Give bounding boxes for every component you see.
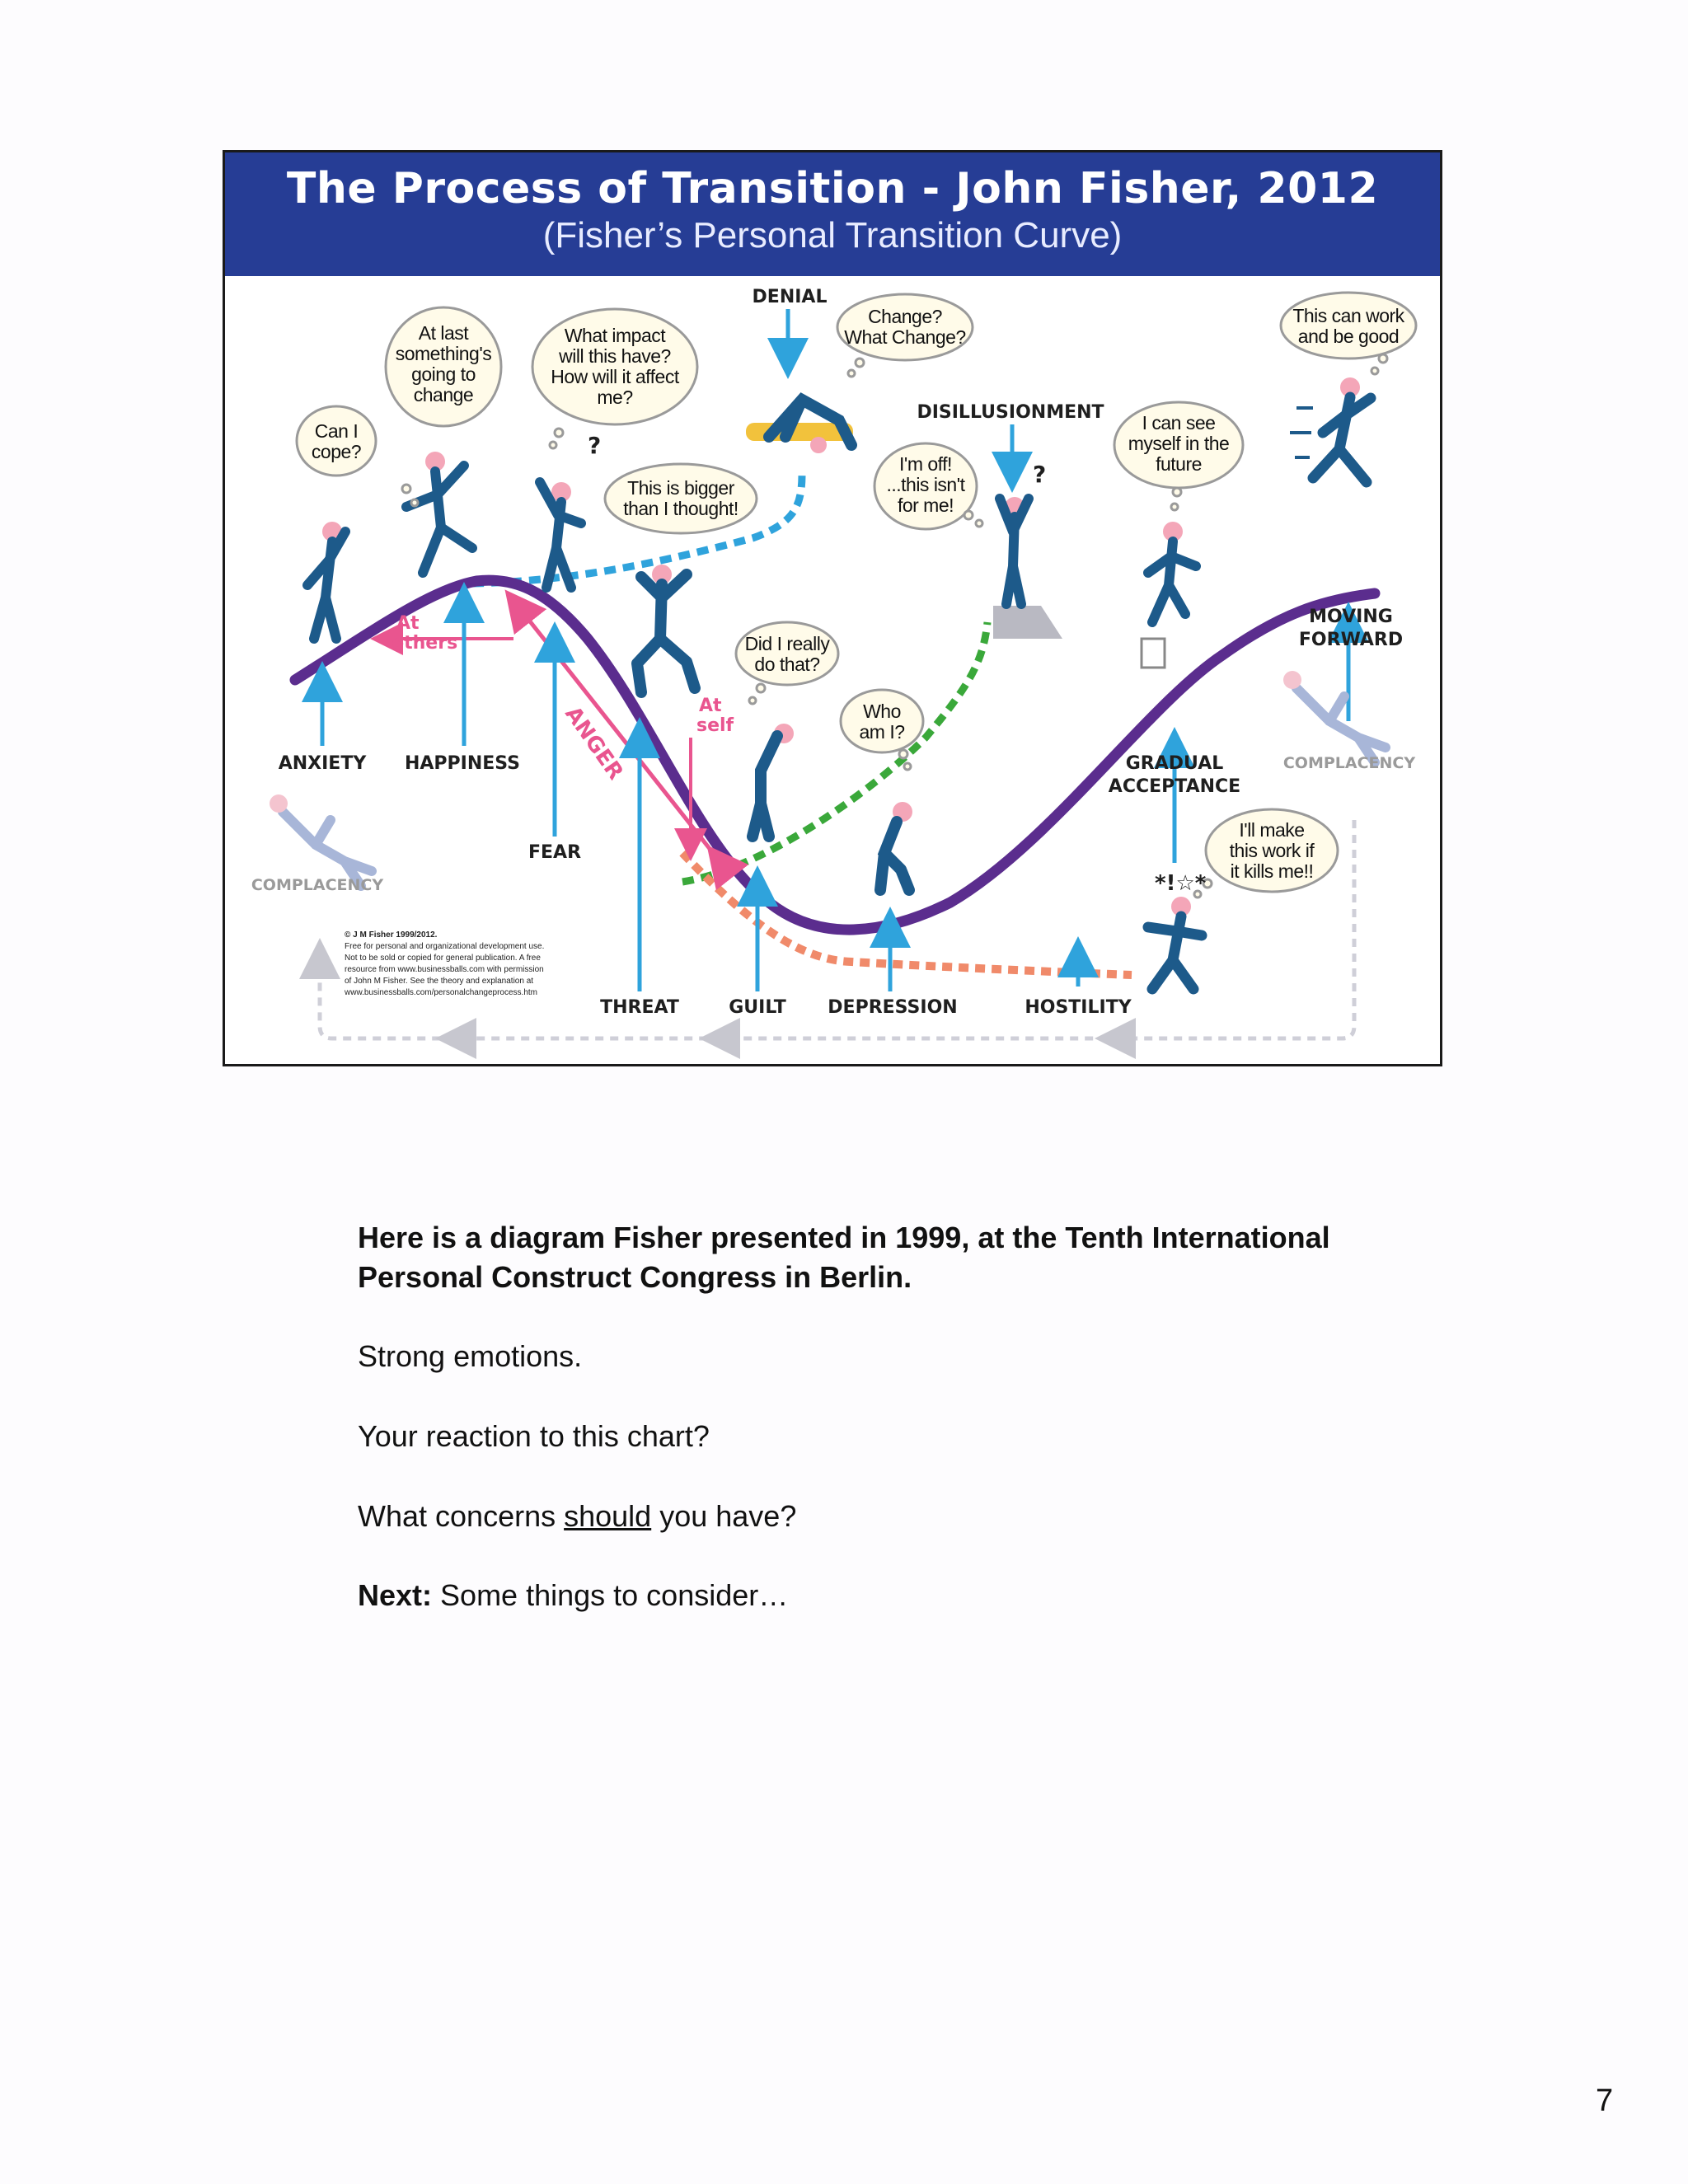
label-denial: DENIAL bbox=[753, 287, 828, 307]
acceptance-step bbox=[1142, 639, 1165, 668]
notes-line-5-pre: What concerns bbox=[358, 1499, 564, 1533]
label-threat: THREAT bbox=[600, 997, 679, 1018]
figure-title: The Process of Transition - John Fisher,… bbox=[225, 164, 1440, 213]
label-complacency-right: COMPLACENCY bbox=[1283, 754, 1416, 772]
figure-header: The Process of Transition - John Fisher,… bbox=[225, 152, 1440, 276]
notes-line-3: Strong emotions. bbox=[358, 1337, 582, 1376]
notes-next-label: Next: bbox=[358, 1578, 432, 1612]
label-forward: FORWARD bbox=[1299, 630, 1403, 650]
bubble-change-l1: Change? bbox=[868, 306, 942, 327]
notes-line-2: Personal Construct Congress in Berlin. bbox=[358, 1258, 912, 1297]
transition-diagram: ? ? *!☆* Can I cope? At last something's… bbox=[225, 276, 1440, 1064]
label-fear: FEAR bbox=[528, 842, 581, 863]
bubble-bigger-l2: than I thought! bbox=[623, 498, 738, 519]
bubble-make-work-l1: I'll make bbox=[1239, 819, 1304, 841]
bubble-make-work-l2: this work if bbox=[1230, 840, 1315, 861]
notes-line-4: Your reaction to this chart? bbox=[358, 1417, 710, 1456]
bubble-did-i-l1: Did I really bbox=[745, 633, 831, 654]
bubble-make-work-l3: it kills me!! bbox=[1231, 860, 1314, 882]
figure-moving-forward bbox=[1313, 377, 1371, 482]
label-at-others-2: others bbox=[392, 633, 457, 654]
label-happiness: HAPPINESS bbox=[405, 753, 520, 774]
bubble-work-good-l2: and be good bbox=[1298, 326, 1399, 347]
credit-line-6: www.businessballs.com/personalchangeproc… bbox=[344, 988, 537, 997]
svg-text:?: ? bbox=[1033, 461, 1046, 488]
bubble-impact-l1: What impact bbox=[565, 325, 666, 346]
bubble-bigger-l1: This is bigger bbox=[627, 477, 735, 499]
figure-guilt bbox=[753, 724, 794, 837]
notes-line-6: Next: Some things to consider… bbox=[358, 1576, 788, 1615]
figure-subtitle: (Fisher’s Personal Transition Curve) bbox=[225, 215, 1440, 256]
notes-line-5: What concerns should you have? bbox=[358, 1497, 796, 1536]
figure-anxiety bbox=[307, 522, 345, 639]
complacency-figure-right bbox=[1283, 671, 1386, 762]
label-anger: ANGER bbox=[560, 702, 628, 785]
label-anxiety: ANXIETY bbox=[279, 753, 368, 774]
notes-line-5-underlined: should bbox=[564, 1499, 651, 1533]
bubble-at-last-l2: something's bbox=[396, 343, 492, 364]
bubble-did-i-l2: do that? bbox=[754, 654, 819, 675]
notes-next-text: Some things to consider… bbox=[432, 1578, 788, 1612]
bubble-see-myself-l2: myself in the bbox=[1128, 433, 1230, 454]
bubble-impact-l4: me? bbox=[597, 387, 632, 408]
figure-acceptance bbox=[1148, 522, 1196, 622]
disillusion-step bbox=[993, 606, 1062, 639]
transition-curve-figure: The Process of Transition - John Fisher,… bbox=[223, 150, 1442, 1066]
label-acceptance: ACCEPTANCE bbox=[1109, 776, 1240, 797]
svg-text:?: ? bbox=[588, 432, 601, 459]
complacency-figure-left bbox=[270, 794, 372, 886]
label-at-self-1: At bbox=[699, 696, 722, 716]
bubble-at-last-l1: At last bbox=[419, 322, 470, 344]
label-depression: DEPRESSION bbox=[828, 997, 957, 1018]
notes-line-5-post: you have? bbox=[651, 1499, 796, 1533]
credit-line-3: Not to be sold or copied for general pub… bbox=[345, 954, 541, 963]
figure-disillusionment bbox=[1000, 497, 1029, 604]
label-moving: MOVING bbox=[1309, 607, 1393, 627]
bubble-cope-l2: cope? bbox=[312, 441, 361, 462]
bubble-see-myself-l3: future bbox=[1156, 453, 1202, 475]
bubble-who-l2: am I? bbox=[859, 721, 904, 743]
bubble-cope-l1: Can I bbox=[315, 420, 358, 442]
bubble-at-last-l3: going to bbox=[411, 363, 476, 385]
bubble-see-myself-l1: I can see bbox=[1142, 412, 1216, 434]
figure-depression bbox=[880, 802, 912, 890]
figure-hostility bbox=[1148, 897, 1202, 989]
bubble-change-l2: What Change? bbox=[844, 326, 965, 348]
bubble-impact-l2: will this have? bbox=[558, 345, 671, 367]
bubble-off-l2: ...this isn't bbox=[886, 474, 965, 495]
notes-line-1: Here is a diagram Fisher presented in 19… bbox=[358, 1218, 1330, 1258]
bubble-work-good-l1: This can work bbox=[1292, 305, 1404, 326]
credit-line-1: © J M Fisher 1999/2012. bbox=[345, 930, 438, 940]
figure-happiness bbox=[406, 452, 472, 573]
label-disillusionment: DISILLUSIONMENT bbox=[917, 402, 1104, 423]
label-guilt: GUILT bbox=[729, 997, 786, 1018]
page-number: 7 bbox=[1596, 2083, 1613, 2119]
label-hostility: HOSTILITY bbox=[1025, 997, 1132, 1018]
label-complacency-left: COMPLACENCY bbox=[251, 876, 384, 894]
label-at-others-1: At bbox=[396, 613, 420, 634]
bubble-off-l3: for me! bbox=[898, 494, 954, 516]
svg-text:*!☆*: *!☆* bbox=[1155, 871, 1207, 896]
bubble-off-l1: I'm off! bbox=[899, 453, 952, 475]
credit-line-2: Free for personal and organizational dev… bbox=[345, 942, 544, 951]
label-at-self-2: self bbox=[696, 715, 734, 736]
bubble-at-last-l4: change bbox=[414, 384, 473, 405]
bubble-impact-l3: How will it affect bbox=[551, 366, 680, 387]
credit-line-5: of John M Fisher. See the theory and exp… bbox=[345, 977, 533, 986]
credit-line-4: resource from www.businessballs.com with… bbox=[345, 965, 544, 974]
figure-threat bbox=[637, 565, 695, 692]
speed-lines bbox=[1290, 408, 1313, 457]
bubble-who-l1: Who bbox=[863, 701, 901, 722]
label-gradual: GRADUAL bbox=[1126, 753, 1224, 774]
